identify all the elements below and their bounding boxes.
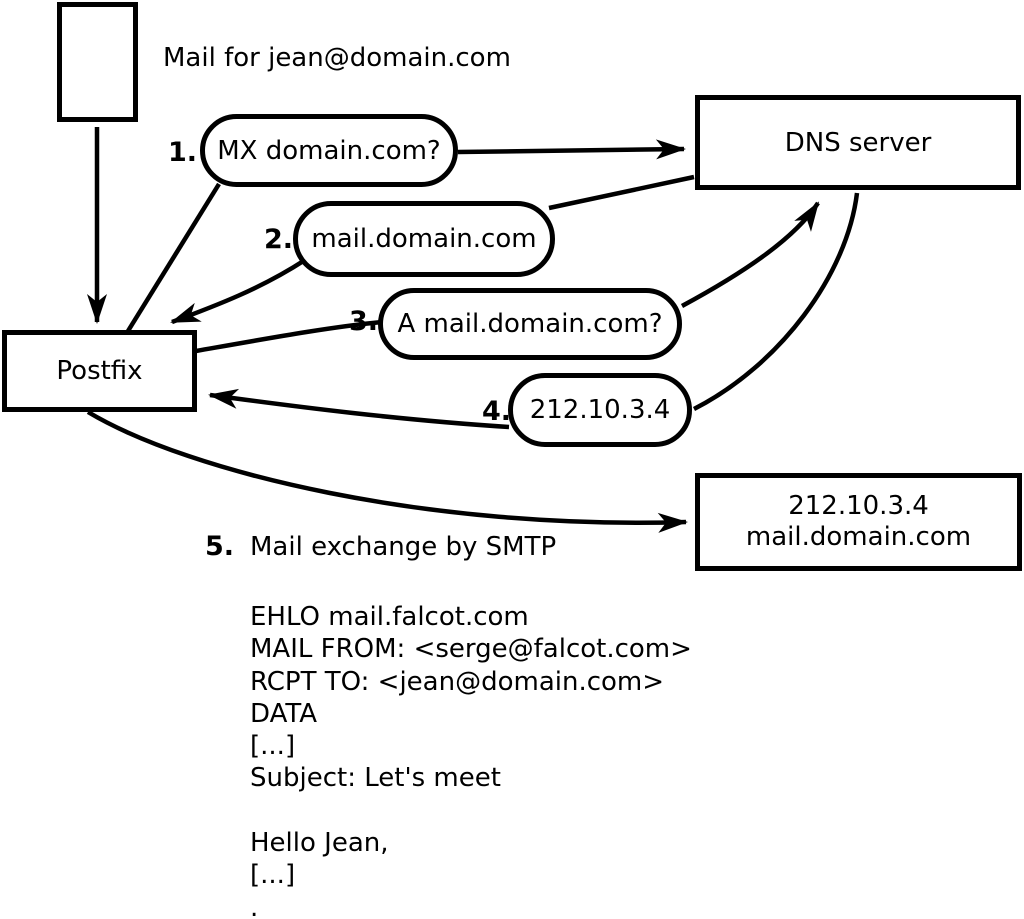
mail-server-ip: 212.10.3.4 [788,491,929,521]
smtp-line-mail-from: MAIL FROM: <serge@falcot.com> [250,634,692,665]
smtp-line-blank [250,795,692,827]
arrow-a-query-to-dns [680,201,820,308]
pill-mx-answer: mail.domain.com [293,201,555,277]
smtp-line-subject: Subject: Let's meet [250,763,501,794]
line-postfix-to-mx-query [126,182,221,333]
step-5-number: 5. [205,531,235,562]
mail-server-node: 212.10.3.4 mail.domain.com [695,473,1022,571]
pill-a-answer: 212.10.3.4 [508,373,692,447]
smtp-line-rcpt-to: RCPT TO: <jean@domain.com> [250,666,665,697]
a-answer-label: 212.10.3.4 [529,395,671,425]
step-4-number: 4. [482,396,512,427]
dns-server-label: DNS server [784,127,932,158]
line-postfix-to-a-query [195,319,383,354]
step-2-number: 2. [264,224,294,255]
mail-note: Mail for jean@domain.com [163,43,511,73]
mail-server-hostname: mail.domain.com [745,522,972,552]
pill-mx-query: MX domain.com? [200,114,458,187]
smtp-session-transcript: EHLO mail.falcot.com MAIL FROM: <serge@f… [250,601,692,919]
smtp-line-ellipsis-2: [...] [250,860,296,891]
line-dns-to-a-answer [692,192,860,412]
postfix-label: Postfix [56,356,143,386]
mx-answer-label: mail.domain.com [311,224,537,254]
arrow-a-answer-to-postfix [208,388,510,430]
a-query-label: A mail.domain.com? [397,309,663,339]
line-dns-to-mx-answer [548,174,695,211]
step-3-number: 3. [349,306,379,337]
step-1-number: 1. [168,137,198,168]
mx-query-label: MX domain.com? [217,135,441,166]
smtp-line-data: DATA [250,698,317,729]
smtp-line-greeting: Hello Jean, [250,828,389,859]
arrow-postfix-to-mail-server [86,410,688,533]
dns-server-node: DNS server [695,95,1021,190]
smtp-line-ellipsis-1: [...] [250,731,296,762]
arrow-mx-answer-to-postfix [170,258,307,325]
step-5-label: Mail exchange by SMTP [250,532,557,562]
smtp-line-end-dot: . [250,892,259,919]
postfix-node: Postfix [2,330,197,412]
smtp-line-ehlo: EHLO mail.falcot.com [250,602,529,632]
mail-message-icon [57,2,138,122]
arrow-mx-query-to-dns [457,139,686,160]
pill-a-query: A mail.domain.com? [378,288,682,360]
